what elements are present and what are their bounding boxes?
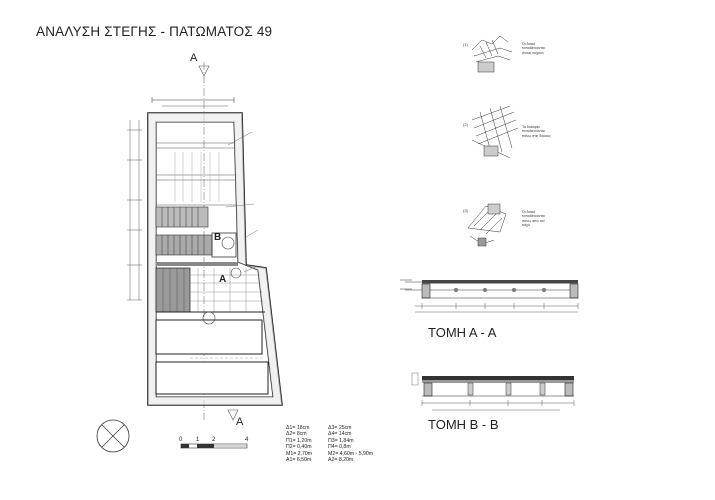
detail-note: Οι δοκοί τοποθετούνται στους τοίχους bbox=[522, 42, 545, 55]
scale-tick-label: 0 bbox=[179, 437, 183, 443]
section-marker-b: B bbox=[214, 232, 222, 243]
north-symbol bbox=[96, 419, 130, 453]
scale-tick-label: 4 bbox=[245, 437, 249, 443]
legend-item: Π4= 0,8m bbox=[328, 444, 351, 451]
detail-sketch-1 bbox=[471, 35, 513, 73]
detail-number: (1) bbox=[463, 42, 468, 47]
callout-circle bbox=[230, 267, 242, 279]
building-inner-wall bbox=[155, 121, 274, 398]
sheet-title: ΑΝΑΛΥΣΗ ΣΤΕΓΗΣ - ΠΑΤΩΜΑΤΟΣ 49 bbox=[36, 24, 273, 39]
dimension-legend-left: Δ1= 18cm Δ2= 8cm Π1= 1,20m Π2= 0,40m M1=… bbox=[286, 425, 312, 463]
detail-note: Τα δοκάρια τοποθετούνται πάνω στις δοκού… bbox=[522, 125, 551, 138]
detail-number: (2) bbox=[463, 122, 468, 127]
upper-roof-beams bbox=[156, 142, 236, 206]
detail-number: (3) bbox=[463, 208, 468, 213]
callout-circle bbox=[202, 311, 216, 325]
legend-item: M2= 4,60m - 5,90m bbox=[328, 450, 374, 457]
section-arrow-bottom bbox=[227, 409, 239, 421]
detail-note: Οι δοκοί τοποθετούνται πάνω από τον τοίχ… bbox=[522, 210, 545, 228]
section-a-drawing bbox=[400, 279, 579, 313]
section-a-title: ΤΟΜΗ Α - Α bbox=[428, 325, 497, 340]
section-marker-a-mid: A bbox=[219, 274, 227, 285]
legend-item: Δ3= 25cm bbox=[328, 425, 352, 431]
legend-item: M1= 2,70m bbox=[286, 450, 313, 457]
legend-item: Π2= 0,40m bbox=[286, 444, 312, 451]
callout-circle bbox=[221, 236, 235, 250]
detail-sketch-2 bbox=[471, 105, 519, 159]
section-b-title: ΤΟΜΗ Β - Β bbox=[428, 417, 499, 432]
scale-tick-label: 1 bbox=[196, 437, 200, 443]
section-marker-a-bottom: A bbox=[236, 416, 244, 428]
building-outer-wall bbox=[147, 112, 283, 406]
legend-item: A2= 8,20m bbox=[328, 457, 354, 464]
section-marker-a-top: A bbox=[190, 52, 198, 64]
joist-hatch-area bbox=[155, 206, 238, 266]
scale-tick-label: 2 bbox=[212, 437, 216, 443]
section-arrow-top bbox=[198, 65, 210, 77]
legend-item: Δ2= 8cm bbox=[286, 431, 307, 438]
scale-bar bbox=[180, 443, 248, 449]
legend-item: Δ1= 18cm bbox=[286, 425, 310, 431]
legend-item: Δ4= 14cm bbox=[328, 431, 352, 438]
lower-room-2 bbox=[155, 361, 269, 395]
lower-room-1 bbox=[155, 319, 263, 355]
legend-item: Π1= 1,20m bbox=[286, 437, 312, 444]
section-b-drawing bbox=[411, 372, 575, 411]
dimension-legend-right: Δ3= 25cm Δ4= 14cm Π3= 1,84m Π4= 0,8m M2=… bbox=[328, 425, 373, 463]
legend-item: Π3= 1,84m bbox=[328, 437, 354, 444]
middle-floor-joists bbox=[155, 267, 265, 313]
detail-sketch-3 bbox=[467, 203, 507, 247]
legend-item: A1= 6,50m bbox=[286, 457, 312, 464]
